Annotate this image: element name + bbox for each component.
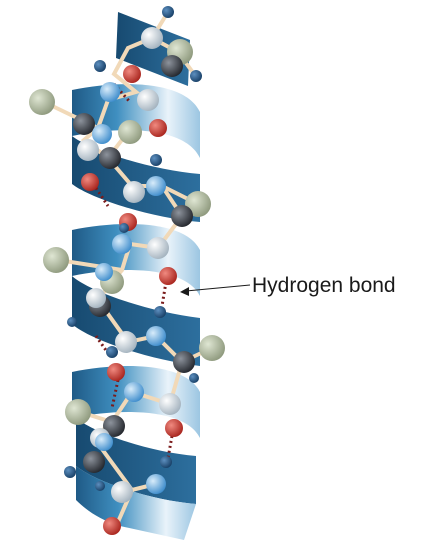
- hydrogen-bond-line: [112, 83, 132, 103]
- atom-side-chain: [29, 89, 55, 115]
- atom-carbon-dark: [103, 415, 125, 437]
- atom-carbon-light: [137, 89, 159, 111]
- atom-nitrogen: [95, 433, 113, 451]
- atom-hydrogen: [162, 6, 174, 18]
- atom-oxygen: [123, 65, 141, 83]
- atom-oxygen: [81, 173, 99, 191]
- atom-hydrogen: [67, 317, 77, 327]
- atom-oxygen: [149, 119, 167, 137]
- atom-carbon-light: [159, 393, 181, 415]
- ribbon-front-band: [72, 366, 200, 438]
- atom-nitrogen: [124, 382, 144, 402]
- atom-hydrogen: [150, 154, 162, 166]
- ribbon-front-band: [72, 84, 200, 158]
- atom-nitrogen: [146, 176, 166, 196]
- atom-side-chain: [118, 120, 142, 144]
- atom-carbon-light: [141, 27, 163, 49]
- atom-nitrogen: [95, 263, 113, 281]
- atom-hydrogen: [95, 481, 105, 491]
- atom-nitrogen: [92, 124, 112, 144]
- hydrogen-bond-label: Hydrogen bond: [252, 274, 396, 297]
- atom-carbon-dark: [161, 55, 183, 77]
- hydrogen-bond-line: [160, 281, 168, 307]
- hydrogen-bond-line: [94, 187, 110, 207]
- atom-hydrogen: [64, 466, 76, 478]
- atom-nitrogen: [112, 234, 132, 254]
- atom-carbon-light: [123, 181, 145, 203]
- atom-oxygen: [165, 419, 183, 437]
- atom-carbon-light: [86, 288, 106, 308]
- atom-side-chain: [65, 399, 91, 425]
- atom-oxygen: [103, 517, 121, 535]
- atom-side-chain: [43, 247, 69, 273]
- hydrogen-bond-line: [166, 435, 174, 459]
- atom-carbon-dark: [83, 451, 105, 473]
- atom-hydrogen: [106, 346, 118, 358]
- annotation-arrowhead: [180, 287, 189, 296]
- atom-nitrogen: [100, 82, 120, 102]
- atom-carbon-dark: [171, 205, 193, 227]
- atom-side-chain: [199, 335, 225, 361]
- atom-hydrogen: [160, 456, 172, 468]
- atom-hydrogen: [189, 373, 199, 383]
- atom-hydrogen: [119, 223, 129, 233]
- hydrogen-bond-annotation: Hydrogen bond: [180, 274, 396, 297]
- ribbon-front-band: [72, 224, 200, 296]
- atom-carbon-light: [77, 139, 99, 161]
- atom-hydrogen: [94, 60, 106, 72]
- atom-nitrogen: [146, 474, 166, 494]
- atom-carbon-dark: [173, 351, 195, 373]
- atom-hydrogen: [154, 306, 166, 318]
- atom-carbon-light: [115, 331, 137, 353]
- annotation-leader-line: [185, 284, 251, 292]
- atom-carbon-dark: [73, 113, 95, 135]
- atom-carbon-dark: [99, 147, 121, 169]
- atom-hydrogen: [190, 70, 202, 82]
- atom-oxygen: [159, 267, 177, 285]
- atoms: [29, 6, 225, 535]
- atom-nitrogen: [146, 326, 166, 346]
- atom-carbon-light: [111, 481, 133, 503]
- ribbon-bottom-cap: [76, 466, 196, 540]
- atom-oxygen: [107, 363, 125, 381]
- atom-carbon-light: [147, 237, 169, 259]
